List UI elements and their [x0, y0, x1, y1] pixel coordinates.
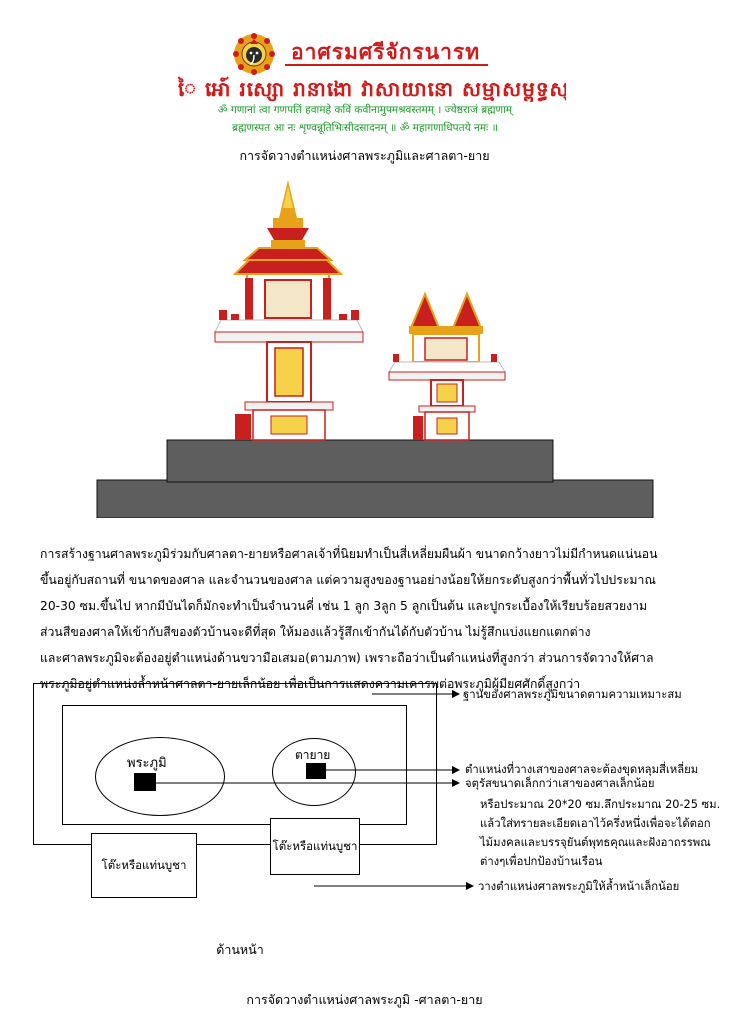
- phra-phum-post-marker: [134, 773, 156, 791]
- ta-yai-area-ellipse: [272, 738, 356, 806]
- annotation-base-size: ฐานของศาลพระภูมิขนาดตามความเหมาะสม: [463, 688, 682, 701]
- sanskrit-mantra-line-1: ॐ गणानां त्वा गणपतिं हवामहे कविं कवीनामु…: [217, 104, 513, 116]
- annotation-amulets: ไม้มงคลและบรรจุยันต์พุทธคุณและฝังอาถรรพณ: [480, 836, 711, 849]
- phra-phum-label: พระภูมิ: [127, 756, 167, 771]
- annotation-post-pit-2: จตุรัสขนาดเล็กกว่าเสาของศาลเล็กน้อย: [465, 777, 655, 790]
- diagram-inner-area: [62, 705, 407, 825]
- ashram-title: อาศรมศรีจักรนารท: [285, 40, 489, 66]
- ganesha-logo-icon: [233, 33, 275, 75]
- base-platform-lower: [96, 479, 654, 518]
- section-title: การจัดวางตำแหน่งศาลพระภูมิและศาลตา-ยาย: [239, 148, 490, 163]
- article-line-2: ขึ้นอยู่กับสถานที่ ขนาดของศาล และจำนวนขอ…: [40, 573, 656, 587]
- diagram-caption: การจัดวางตำแหน่งศาลพระภูมิ -ศาลตา-ยาย: [246, 992, 483, 1007]
- article-line-5: และศาลพระภูมิจะต้องอยู่ตำแหน่งด้านขวามือ…: [40, 651, 654, 665]
- front-side-label: ด้านหน้า: [216, 942, 264, 957]
- annotation-pit-size: หรือประมาณ 20*20 ซม.ลึกประมาณ 20-25 ซม.: [480, 798, 721, 811]
- ta-yai-label: ตายาย: [295, 748, 331, 762]
- article-line-4: ส่วนสีของศาลให้เข้ากับสีของตัวบ้านจะดีที…: [40, 625, 591, 639]
- sanskrit-mantra-line-2: ब्रह्मणस्पत आ नः शृण्वन्नूतिभिःसीदसादनम्…: [232, 122, 498, 134]
- annotation-sand: แล้วใส่ทรายละเอียดเอาไว้ครึ่งหนึ่งเพื่อจ…: [480, 817, 711, 830]
- ta-yai-shrine: [388, 291, 506, 441]
- khmer-verse: ៃ អោ៍ រស្សោ រានាងោ វាសាយានោ សម្មាសម្ពុទ្…: [178, 77, 566, 101]
- article-line-1: การสร้างฐานศาลพระภูมิร่วมกับศาลตา-ยายหรื…: [40, 547, 658, 561]
- annotation-post-pit: ตำแหน่งที่วางเสาของศาลจะต้องขุดหลุมสี่เห…: [465, 763, 699, 776]
- diagram-outer-base: [33, 683, 437, 845]
- annotation-front-offset: วางตำแหน่งศาลพระภูมิให้ล้ำหน้าเล็กน้อย: [478, 880, 680, 893]
- annotation-protect: ต่างๆเพื่อปกป้องบ้านเรือน: [480, 855, 603, 868]
- altar-table-left: โต๊ะหรือแท่นบูชา: [91, 833, 197, 898]
- phra-phum-shrine: [214, 180, 364, 441]
- base-platform-upper: [166, 439, 554, 483]
- article-line-6: พระภูมิอยู่ตำแหน่งล้ำหน้าศาลตา-ยายเล็กน้…: [40, 677, 581, 691]
- phra-phum-area-ellipse: [95, 737, 225, 816]
- altar-table-right: โต๊ะหรือแท่นบูชา: [270, 818, 360, 875]
- ta-yai-post-marker: [306, 763, 326, 779]
- shrine-photo: [96, 180, 654, 518]
- article-line-3: 20-30 ซม.ขึ้นไป หากมีบันไดก็มักจะทำเป็นจ…: [40, 599, 648, 613]
